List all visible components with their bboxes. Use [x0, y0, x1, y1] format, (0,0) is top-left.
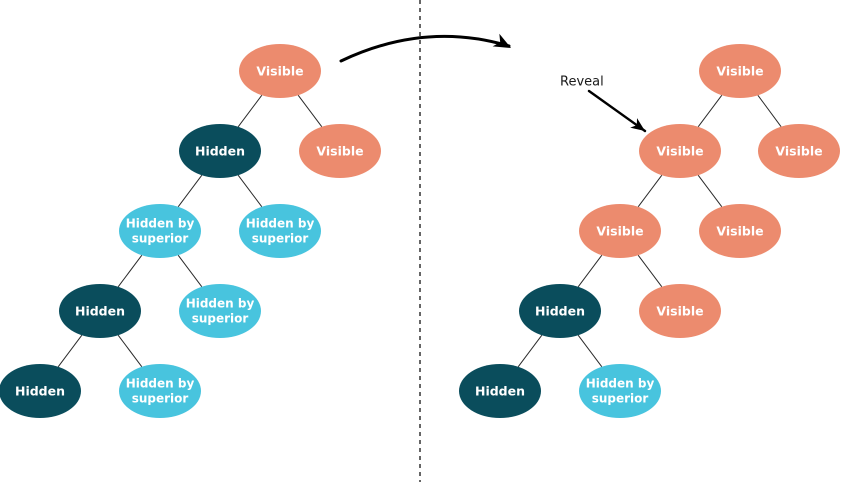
tree-node-hidden[interactable]: Hidden: [459, 364, 541, 418]
node-label: Visible: [256, 64, 303, 79]
node-label-line-1: Hidden by: [186, 297, 255, 311]
tree-node-visible[interactable]: Visible: [239, 44, 321, 98]
tree-node-hidden[interactable]: Hidden: [519, 284, 601, 338]
tree-edge: [697, 174, 723, 208]
node-ellipse: [519, 284, 601, 338]
tree-edge: [57, 334, 83, 368]
tree-edge: [757, 94, 782, 128]
tree-edge: [637, 254, 663, 288]
tree-edge: [117, 254, 143, 288]
tree-node-visible[interactable]: Visible: [699, 44, 781, 98]
node-ellipse: [239, 44, 321, 98]
node-ellipse: [699, 44, 781, 98]
node-label-line-2: superior: [592, 392, 649, 406]
node-label: Hidden: [535, 304, 585, 319]
node-ellipse: [579, 364, 661, 418]
tree-node-visible[interactable]: Visible: [758, 124, 840, 178]
tree-node-visible[interactable]: Visible: [579, 204, 661, 258]
tree-edge: [517, 334, 543, 368]
node-label-line-2: superior: [252, 232, 309, 246]
node-ellipse: [639, 284, 721, 338]
node-label: Hidden: [195, 144, 245, 159]
tree-edge: [177, 254, 203, 288]
tree-edge: [577, 334, 603, 368]
arrows-layer: Reveal: [339, 33, 647, 133]
node-ellipse: [119, 204, 201, 258]
tree-node-visible[interactable]: Visible: [639, 284, 721, 338]
node-ellipse: [579, 204, 661, 258]
tree-edge: [237, 94, 263, 128]
tree-node-hidden[interactable]: Hidden: [179, 124, 261, 178]
tree-node-hidden[interactable]: Hidden: [0, 364, 81, 418]
node-label-line-2: superior: [132, 392, 189, 406]
node-label: Visible: [596, 224, 643, 239]
tree-node-visible[interactable]: Visible: [639, 124, 721, 178]
node-ellipse: [179, 284, 261, 338]
tree-edge: [237, 174, 263, 208]
tree-edge: [637, 174, 663, 208]
reveal-annotation-label: Reveal: [560, 75, 604, 90]
node-ellipse: [639, 124, 721, 178]
node-ellipse: [239, 204, 321, 258]
node-label: Visible: [656, 144, 703, 159]
tree-node-visible[interactable]: Visible: [699, 204, 781, 258]
node-label: Visible: [775, 144, 822, 159]
tree-node-hidden[interactable]: Hidden: [59, 284, 141, 338]
node-label: Visible: [716, 64, 763, 79]
node-label-line-1: Hidden by: [126, 377, 195, 391]
node-label-line-2: superior: [132, 232, 189, 246]
node-label-line-1: Hidden by: [586, 377, 655, 391]
tree-node-visible[interactable]: Visible: [299, 124, 381, 178]
node-label: Hidden: [475, 384, 525, 399]
node-ellipse: [0, 364, 81, 418]
transform-arrow-shaft: [339, 34, 511, 63]
tree-edge: [577, 254, 603, 288]
tree-edge: [117, 334, 143, 368]
node-label: Visible: [316, 144, 363, 159]
node-ellipse: [299, 124, 381, 178]
tree-edge: [297, 94, 323, 128]
node-label: Hidden: [15, 384, 65, 399]
node-label: Visible: [656, 304, 703, 319]
node-label-line-1: Hidden by: [126, 217, 195, 231]
tree-edge: [177, 174, 203, 208]
node-label: Visible: [716, 224, 763, 239]
node-label: Hidden: [75, 304, 125, 319]
transform-arrow-head: [492, 33, 511, 48]
node-ellipse: [179, 124, 261, 178]
tree-edge: [697, 94, 723, 128]
reveal-arrow-head-group: [630, 118, 645, 131]
node-label-line-2: superior: [192, 312, 249, 326]
node-ellipse: [459, 364, 541, 418]
node-ellipse: [59, 284, 141, 338]
edges-layer: [57, 94, 782, 368]
reveal-arrow-shaft: [587, 89, 647, 133]
node-label-line-1: Hidden by: [246, 217, 315, 231]
node-ellipse: [699, 204, 781, 258]
node-ellipse: [758, 124, 840, 178]
transform-arrow-head-group: [492, 33, 511, 48]
node-ellipse: [119, 364, 201, 418]
reveal-arrow-head: [630, 118, 645, 131]
